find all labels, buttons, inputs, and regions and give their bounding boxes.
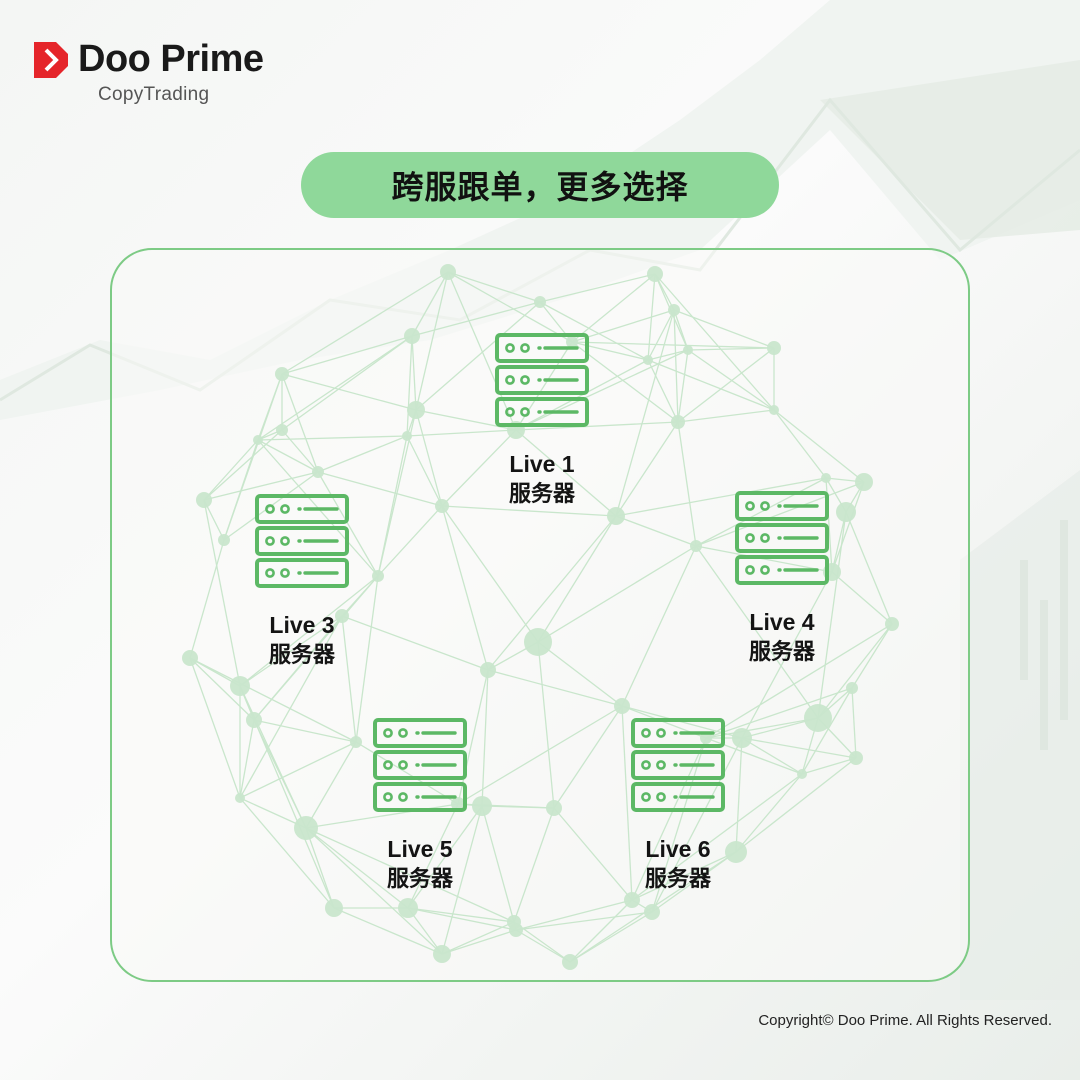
brand-logo: Doo Prime CopyTrading [34, 38, 294, 110]
server-rack-icon [495, 333, 589, 427]
server-card-live-5: Live 5 服务器 [325, 717, 515, 895]
server-title: Live 6 [645, 836, 711, 862]
network-panel: Live 1 服务器 Live 3 服务器 Live 4 服务器 Live 5 … [110, 248, 970, 982]
server-title: Live 4 [749, 609, 815, 635]
server-subtitle: 服务器 [508, 481, 575, 506]
server-rack-icon [631, 718, 725, 812]
server-subtitle: 服务器 [644, 866, 711, 891]
server-subtitle: 服务器 [748, 639, 815, 664]
server-card-live-1: Live 1 服务器 [447, 332, 637, 510]
headline-pill: 跨服跟单，更多选择 [301, 152, 779, 218]
server-rack-icon [735, 491, 829, 585]
server-card-live-4: Live 4 服务器 [687, 490, 877, 668]
brand-name: Doo Prime [78, 38, 264, 80]
doo-prime-logo-icon [34, 42, 68, 78]
server-card-live-3: Live 3 服务器 [207, 493, 397, 671]
server-title: Live 5 [387, 836, 453, 862]
server-rack-icon [373, 718, 467, 812]
headline-text: 跨服跟单，更多选择 [391, 169, 689, 205]
server-card-live-6: Live 6 服务器 [583, 717, 773, 895]
server-rack-icon [255, 494, 349, 588]
server-subtitle: 服务器 [268, 642, 335, 667]
server-title: Live 3 [269, 612, 335, 638]
server-subtitle: 服务器 [386, 866, 453, 891]
brand-subtitle: CopyTrading [98, 84, 210, 105]
copyright-text: Copyright© Doo Prime. All Rights Reserve… [758, 1012, 1052, 1029]
server-title: Live 1 [509, 451, 575, 477]
